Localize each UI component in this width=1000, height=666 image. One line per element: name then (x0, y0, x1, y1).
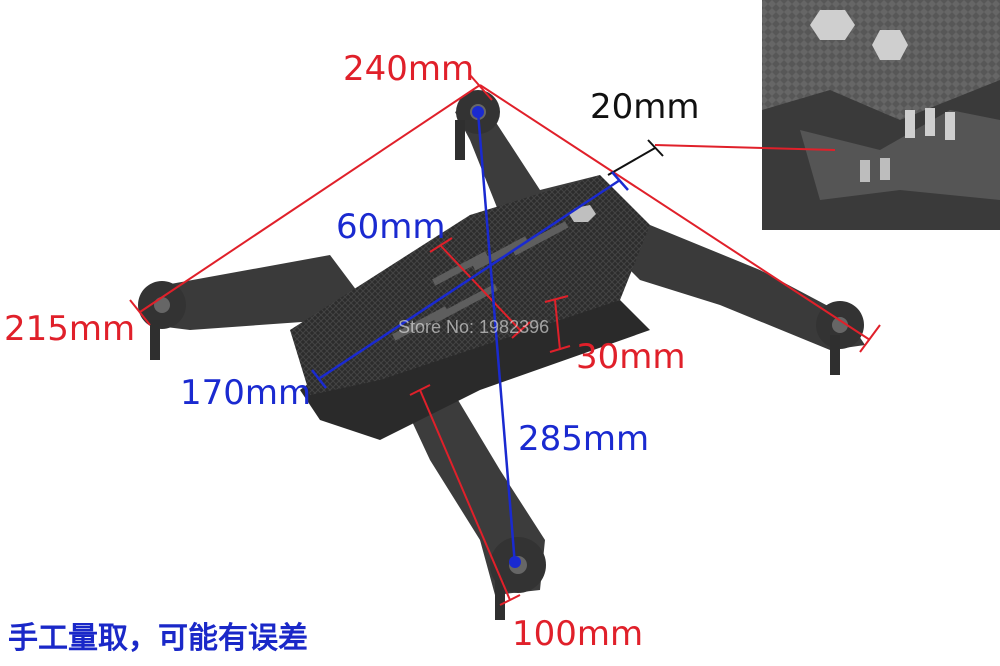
frame-body (138, 90, 865, 620)
label-170mm: 170mm (180, 373, 311, 413)
label-100mm: 100mm (512, 614, 643, 654)
blue-endpoint (509, 556, 521, 568)
label-20mm: 20mm (590, 87, 700, 127)
label-285mm: 285mm (518, 419, 649, 459)
watermark: Store No: 1982396 (398, 317, 549, 337)
label-215mm: 215mm (4, 309, 135, 349)
label-60mm: 60mm (336, 207, 446, 247)
blue-dimension-lines (311, 111, 629, 566)
blue-endpoint (472, 106, 484, 118)
label-240mm: 240mm (343, 49, 474, 89)
black-pointer (607, 139, 664, 176)
inset-closeup (762, 0, 1000, 230)
label-30mm: 30mm (576, 337, 686, 377)
red-dimension-lines (129, 74, 881, 606)
measurement-note: 手工量取，可能有误差 (8, 621, 308, 656)
